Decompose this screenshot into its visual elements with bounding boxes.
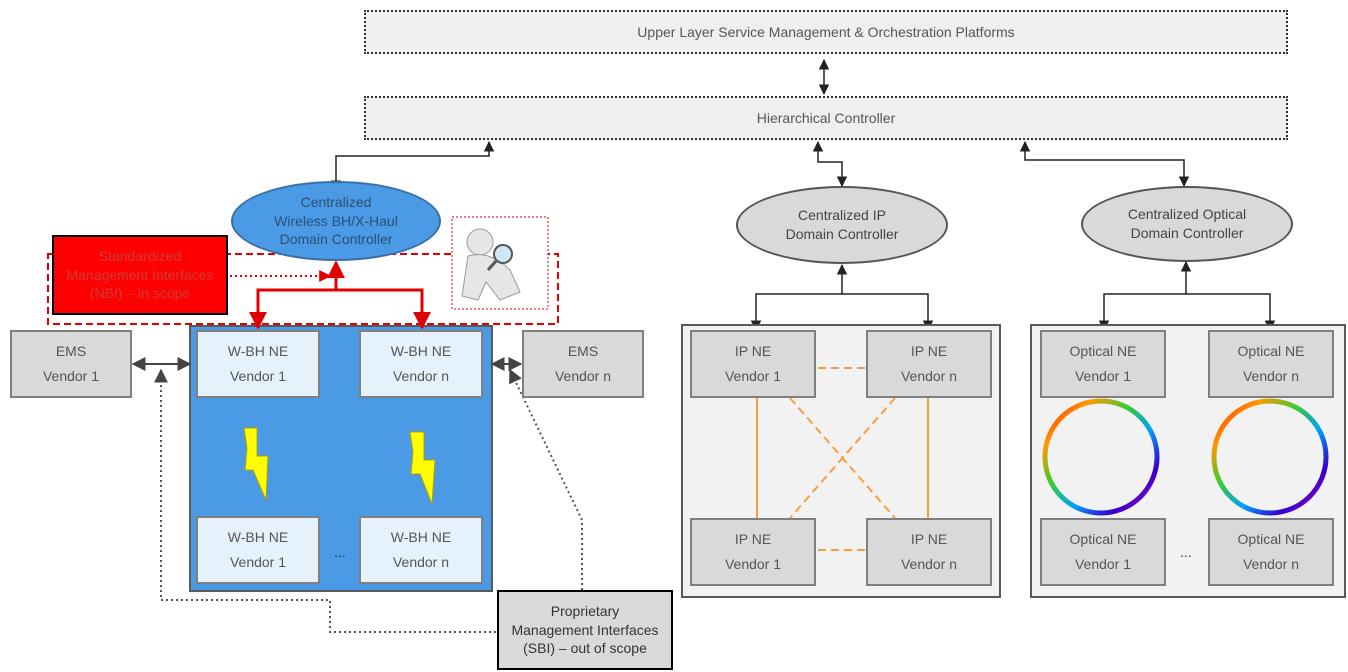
optical-controller-line2: Domain Controller <box>1130 225 1244 241</box>
optical-controller-line1: Centralized Optical <box>1127 206 1247 223</box>
optical-ne-top-vendor-n: Optical NE Vendor n <box>1208 330 1334 398</box>
lightning-bolt-right <box>409 431 436 505</box>
optical-ring-left <box>1042 398 1160 516</box>
ems-left-vendor: Vendor 1 <box>42 368 100 384</box>
wireless-controller-line2: Wireless BH/X-Haul <box>274 212 398 229</box>
ip-ne-top-vendor-1: IP NE Vendor 1 <box>690 330 816 398</box>
investigator-figure-head <box>466 228 494 256</box>
ems-right-title: EMS <box>567 342 599 359</box>
ems-vendor-n: EMS Vendor n <box>522 330 644 398</box>
proprietary-line1: Proprietary <box>550 602 620 619</box>
optical-vendor-label: Vendor n <box>1242 368 1300 384</box>
ip-vendor-label: Vendor 1 <box>724 368 782 384</box>
ems-vendor-1: EMS Vendor 1 <box>10 330 132 398</box>
proprietary-box: Proprietary Management Interfaces (SBI) … <box>497 590 673 670</box>
optical-vendor-label: Vendor 1 <box>1074 368 1132 384</box>
ip-vendor-label: Vendor n <box>900 556 958 572</box>
wbh-vendor-label: Vendor n <box>392 554 450 570</box>
ip-ne-label: IP NE <box>734 342 772 359</box>
proprietary-line3: (SBI) – out of scope <box>523 640 647 657</box>
wbh-ne-label: W-BH NE <box>227 342 289 359</box>
hier-to-wireless-link <box>330 140 495 192</box>
ems-right-vendor: Vendor n <box>554 368 612 384</box>
investigator-magnifier <box>493 244 513 264</box>
wbh-ne-bottom-vendor-1: W-BH NE Vendor 1 <box>196 516 320 584</box>
ip-vendor-label: Vendor n <box>900 368 958 384</box>
investigator-magnifier-handle <box>486 260 498 271</box>
wbh-ellipsis: ... <box>334 544 346 560</box>
standardized-line3: (NBI) – in scope <box>89 285 191 302</box>
proprietary-dotted-left <box>154 368 496 633</box>
ems-left-title: EMS <box>55 342 87 359</box>
wbh-ne-top-vendor-1: W-BH NE Vendor 1 <box>196 330 320 398</box>
hierarchical-label: Hierarchical Controller <box>756 109 896 126</box>
optical-ne-label: Optical NE <box>1069 342 1137 359</box>
optical-ne-bottom-vendor-1: Optical NE Vendor 1 <box>1040 518 1166 586</box>
wireless-controller: Centralized Wireless BH/X-Haul Domain Co… <box>231 181 441 261</box>
red-link-ne1 <box>249 260 345 330</box>
wireless-controller-line3: Domain Controller <box>279 231 393 248</box>
upper-layer-platforms-box: Upper Layer Service Management & Orchest… <box>364 10 1288 54</box>
optical-ne-top-vendor-1: Optical NE Vendor 1 <box>1040 330 1166 398</box>
wireless-controller-line1: Centralized <box>300 193 372 210</box>
standardized-box: Standardized Management Interfaces (NBI)… <box>52 235 228 315</box>
red-link-nen <box>336 288 431 330</box>
ip-ctrl-split <box>750 293 934 332</box>
ip-ne-label: IP NE <box>910 342 948 359</box>
hier-to-optical-link <box>1019 140 1190 188</box>
ip-controller-line1: Centralized IP <box>798 207 886 224</box>
hier-to-ip-link <box>812 140 848 188</box>
opt-ctrl-split <box>1098 293 1276 332</box>
optical-controller: Centralized Optical Domain Controller <box>1081 186 1293 262</box>
optical-ring-right <box>1211 398 1329 516</box>
wbh-vendor-label: Vendor 1 <box>229 368 287 384</box>
ip-ne-label: IP NE <box>910 530 948 547</box>
optical-ne-label: Optical NE <box>1069 530 1137 547</box>
wbh-ne-label: W-BH NE <box>227 528 289 545</box>
optical-vendor-label: Vendor n <box>1242 556 1300 572</box>
standardized-line2: Management Interfaces <box>66 266 214 283</box>
ip-vendor-label: Vendor 1 <box>724 556 782 572</box>
optical-ellipsis: ... <box>1180 544 1192 560</box>
proprietary-line2: Management Interfaces <box>511 621 659 638</box>
ip-controller-line2: Domain Controller <box>785 226 899 242</box>
hierarchical-controller-box: Hierarchical Controller <box>364 96 1288 140</box>
ip-link-diag-2 <box>789 397 896 519</box>
optical-ne-bottom-vendor-n: Optical NE Vendor n <box>1208 518 1334 586</box>
wbh-vendor-label: Vendor 1 <box>229 554 287 570</box>
wbh-ne-top-vendor-n: W-BH NE Vendor n <box>359 330 483 398</box>
ip-ne-bottom-vendor-n: IP NE Vendor n <box>866 518 992 586</box>
optical-vendor-label: Vendor 1 <box>1074 556 1132 572</box>
ip-controller: Centralized IP Domain Controller <box>736 186 948 264</box>
ip-ne-top-vendor-n: IP NE Vendor n <box>866 330 992 398</box>
optical-ne-label: Optical NE <box>1237 342 1305 359</box>
wbh-ne-label: W-BH NE <box>390 342 452 359</box>
wbh-ne-label: W-BH NE <box>390 528 452 545</box>
ip-ne-label: IP NE <box>734 530 772 547</box>
wbh-ne-bottom-vendor-n: W-BH NE Vendor n <box>359 516 483 584</box>
lightning-bolt-left <box>243 427 269 501</box>
optical-ne-label: Optical NE <box>1237 530 1305 547</box>
proprietary-dotted-right <box>509 368 583 590</box>
investigator-figure-body <box>461 254 521 301</box>
standardized-line1: Standardized <box>98 247 182 264</box>
ip-ne-bottom-vendor-1: IP NE Vendor 1 <box>690 518 816 586</box>
upper-layer-label: Upper Layer Service Management & Orchest… <box>637 23 1015 40</box>
wbh-vendor-label: Vendor n <box>392 368 450 384</box>
